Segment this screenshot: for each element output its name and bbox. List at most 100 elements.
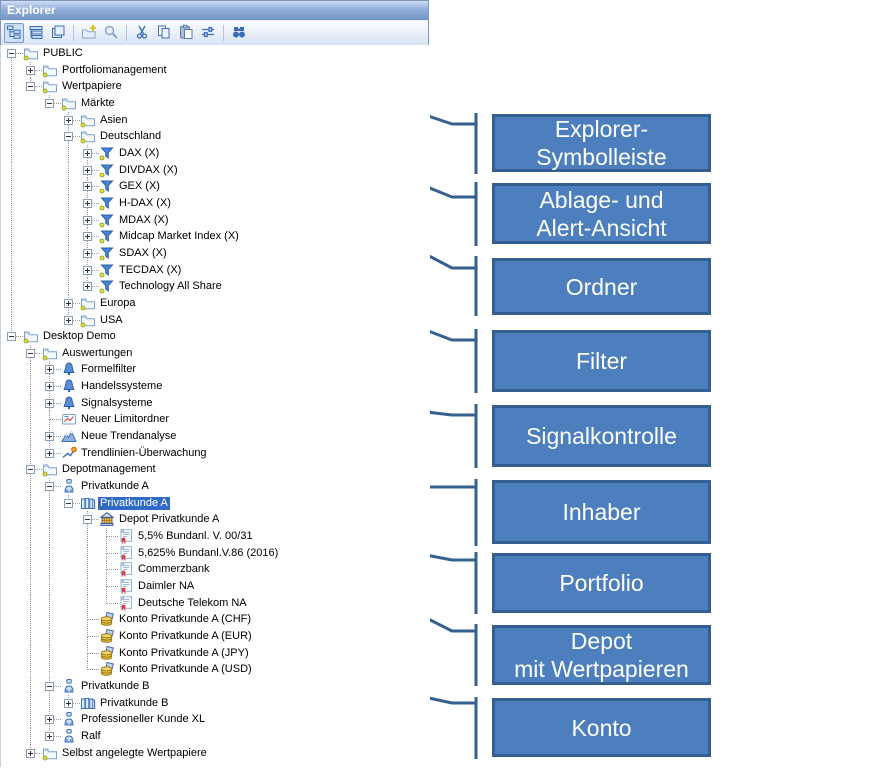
toolbar-button-copy[interactable]	[154, 23, 174, 43]
expand-icon[interactable]	[45, 432, 54, 442]
expand-icon[interactable]	[64, 115, 73, 125]
tree-guide	[68, 194, 69, 212]
tree-row-formelfilter[interactable]: Formelfilter	[1, 361, 430, 379]
tree-row-ralf[interactable]: Ralf	[1, 727, 430, 745]
toolbar-button-new-folder[interactable]	[79, 23, 99, 43]
tree-row-gex-x-[interactable]: GEX (X)	[1, 178, 430, 195]
collapse-icon[interactable]	[64, 498, 73, 508]
collapse-icon[interactable]	[26, 465, 35, 475]
toolbar-button-cut[interactable]	[132, 23, 152, 43]
tree-row-h-dax-x-[interactable]: H-DAX (X)	[1, 194, 430, 212]
expand-icon[interactable]	[83, 282, 92, 292]
tree-row-5-5-bundanl-v-00-31[interactable]: 5,5% Bundanl. V. 00/31	[1, 528, 430, 545]
collapse-icon[interactable]	[64, 132, 73, 142]
tree-row-tecdax-x-[interactable]: TECDAX (X)	[1, 261, 430, 279]
expand-icon[interactable]	[45, 382, 54, 392]
expand-icon[interactable]	[83, 182, 92, 192]
expand-icon[interactable]	[83, 198, 92, 208]
collapse-icon[interactable]	[45, 98, 54, 108]
collapse-icon[interactable]	[26, 82, 35, 92]
tree-row-europa[interactable]: Europa	[1, 294, 430, 312]
tree-row-trendlinien-überwachung[interactable]: Trendlinien-Überwachung	[1, 444, 430, 462]
tree-row-depotmanagement[interactable]: Depotmanagement	[1, 461, 430, 479]
tree-guide	[49, 661, 50, 678]
tree-row-mdax-x-[interactable]: MDAX (X)	[1, 211, 430, 229]
expand-icon[interactable]	[83, 148, 92, 158]
tree-row-desktop-demo[interactable]: Desktop Demo	[1, 328, 430, 345]
tree-label: Europa	[100, 296, 136, 309]
expand-icon[interactable]	[45, 715, 54, 725]
tree-row-privatkunde-b[interactable]: Privatkunde B	[1, 677, 430, 695]
expand-icon[interactable]	[64, 315, 73, 325]
tree-row-usa[interactable]: USA	[1, 311, 430, 329]
tree-row-neuer-limitordner[interactable]: Neuer Limitordner	[1, 411, 430, 429]
tree-guide	[68, 211, 69, 229]
expand-icon[interactable]	[64, 298, 73, 308]
tree-row-5-625-bundanl-v-86-2016-[interactable]: 5,625% Bundanl.V.86 (2016)	[1, 544, 430, 562]
expand-icon[interactable]	[45, 448, 54, 458]
expand-icon[interactable]	[26, 748, 35, 758]
tree-row-technology-all-share[interactable]: Technology All Share	[1, 278, 430, 295]
tree-row-neue-trendanalyse[interactable]: Neue Trendanalyse	[1, 428, 430, 445]
expand-icon[interactable]	[83, 165, 92, 175]
expand-icon[interactable]	[45, 731, 54, 741]
toolbar-button-sliders[interactable]	[198, 23, 218, 43]
tree-row-selbst-angelegte-wertpapiere[interactable]: Selbst angelegte Wertpapiere	[1, 744, 430, 762]
expand-icon[interactable]	[83, 232, 92, 242]
tree-row-portfoliomanagement[interactable]: Portfoliomanagement	[1, 61, 430, 79]
tree-label: Portfoliomanagement	[62, 63, 167, 76]
tree-row-handelssysteme[interactable]: Handelssysteme	[1, 378, 430, 395]
tree-guide	[50, 486, 61, 488]
tree-row-midcap-market-index-x-[interactable]: Midcap Market Index (X)	[1, 228, 430, 245]
tree-row-sdax-x-[interactable]: SDAX (X)	[1, 244, 430, 262]
tree-row-deutschland[interactable]: Deutschland	[1, 128, 430, 145]
tree-guide	[87, 561, 88, 578]
collapse-icon[interactable]	[26, 348, 35, 358]
collapse-icon[interactable]	[7, 49, 16, 58]
tree-row-konto-privatkunde-a-eur-[interactable]: Konto Privatkunde A (EUR)	[1, 627, 430, 645]
tree-row-daimler-na[interactable]: Daimler NA	[1, 578, 430, 595]
toolbar-button-search[interactable]	[101, 23, 121, 43]
tree-label: Privatkunde B	[81, 679, 150, 692]
expand-icon[interactable]	[45, 365, 54, 375]
tree-row-konto-privatkunde-a-usd-[interactable]: Konto Privatkunde A (USD)	[1, 661, 430, 678]
tree-row-auswertungen[interactable]: Auswertungen	[1, 344, 430, 362]
tree-row-konto-privatkunde-a-jpy-[interactable]: Konto Privatkunde A (JPY)	[1, 644, 430, 662]
tree-row-professioneller-kunde-xl[interactable]: Professioneller Kunde XL	[1, 711, 430, 728]
tree-row-signalsysteme[interactable]: Signalsysteme	[1, 394, 430, 412]
tree-row-commerzbank[interactable]: Commerzbank	[1, 561, 430, 578]
tree-row-privatkunde-a[interactable]: Privatkunde A	[1, 494, 430, 512]
tree-row-wertpapiere[interactable]: Wertpapiere	[1, 78, 430, 95]
tree-row-deutsche-telekom-na[interactable]: Deutsche Telekom NA	[1, 594, 430, 612]
collapse-icon[interactable]	[45, 681, 54, 691]
tree-row-depot-privatkunde-a[interactable]: Depot Privatkunde A	[1, 511, 430, 529]
collapse-icon[interactable]	[7, 332, 16, 342]
tree-guide	[50, 452, 61, 454]
tree-row-divdax-x-[interactable]: DIVDAX (X)	[1, 161, 430, 179]
tree-row-konto-privatkunde-a-chf-[interactable]: Konto Privatkunde A (CHF)	[1, 611, 430, 628]
tree-guide	[11, 144, 12, 162]
toolbar-button-explorer-view[interactable]	[4, 23, 24, 43]
tree-guide	[107, 602, 118, 604]
tree-row-privatkunde-a[interactable]: Privatkunde A	[1, 478, 430, 495]
toolbar-button-find[interactable]	[229, 23, 249, 43]
tree-guide	[30, 694, 31, 712]
toolbar-button-alert-view[interactable]	[48, 23, 68, 43]
tree-row-asien[interactable]: Asien	[1, 111, 430, 129]
tree-label: Privatkunde A	[98, 496, 170, 510]
tree-row-public[interactable]: PUBLIC	[1, 45, 430, 62]
tree-row-märkte[interactable]: Märkte	[1, 94, 430, 112]
expand-icon[interactable]	[45, 398, 54, 408]
expand-icon[interactable]	[83, 265, 92, 275]
collapse-icon[interactable]	[83, 515, 92, 525]
tree-row-dax-x-[interactable]: DAX (X)	[1, 144, 430, 162]
collapse-icon[interactable]	[45, 482, 54, 492]
expand-icon[interactable]	[83, 248, 92, 258]
expand-icon[interactable]	[26, 65, 35, 75]
toolbar-button-ablage-view[interactable]	[26, 23, 46, 43]
toolbar-button-paste[interactable]	[176, 23, 196, 43]
expand-icon[interactable]	[64, 698, 73, 708]
expand-icon[interactable]	[83, 215, 92, 225]
tree-row-privatkunde-b[interactable]: Privatkunde B	[1, 694, 430, 712]
